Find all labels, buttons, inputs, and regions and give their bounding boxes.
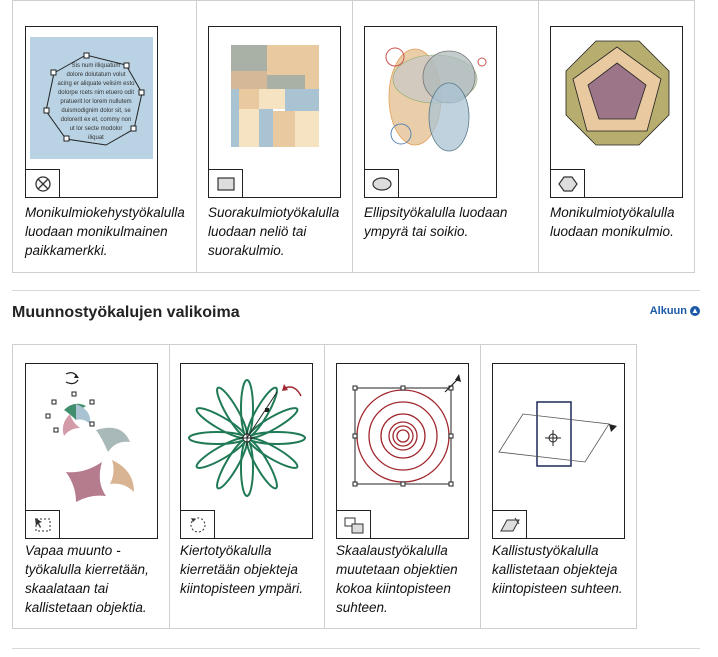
caption: Vapaa muunto -työkalulla kierretään, ska…: [25, 543, 149, 615]
gallery-cell-free-transform: Vapaa muunto -työkalulla kierretään, ska…: [13, 345, 170, 629]
divider: [12, 648, 700, 649]
sample-text-line: ut lor secte modolor: [70, 126, 123, 132]
free-transform-illustration: [45, 372, 134, 502]
caption: Kallistustyökalulla kallistetaan objekte…: [492, 543, 623, 596]
free-transform-thumbnail: [25, 363, 158, 539]
scale-illustration: [352, 374, 461, 487]
sample-text-line: iliquat: [88, 135, 104, 141]
shear-tool-icon: [493, 510, 527, 538]
sample-text-line: pratuerit lor lorem nullutem: [60, 99, 131, 105]
gallery-cell-polygon: Monikulmiotyökalulla luodaan monikulmio.: [539, 1, 695, 273]
polygon-thumbnail: [550, 26, 683, 198]
ellipse-thumbnail: [364, 26, 497, 198]
ellipse-illustration: [385, 47, 487, 152]
polygon-frame-thumbnail: Sis num illiquatum dolore dolutatum volu…: [25, 26, 158, 198]
rotate-tool-icon: [181, 510, 215, 538]
shear-thumbnail: [492, 363, 625, 539]
scale-thumbnail: [336, 363, 469, 539]
section-title: Muunnostyökalujen valikoima: [12, 304, 240, 321]
back-to-top-label: Alkuun: [649, 305, 687, 317]
caption: Monikulmiokehystyökalulla luodaan moniku…: [25, 205, 185, 258]
caption: Ellipsityökalulla luodaan ympyrä tai soi…: [364, 205, 508, 239]
drawing-tools-gallery: Sis num illiquatum dolore dolutatum volu…: [12, 0, 695, 273]
sample-text-line: duismodignim dolor sit, se: [61, 108, 131, 114]
polygon-frame-illustration: Sis num illiquatum dolore dolutatum volu…: [30, 37, 153, 159]
sample-text-line: Sis num illiquatum: [72, 63, 121, 69]
gallery-cell-shear: Kallistustyökalulla kallistetaan objekte…: [481, 345, 637, 629]
shear-illustration: [498, 401, 617, 467]
rectangle-thumbnail: [208, 26, 341, 198]
sample-text-line: dolore dolutatum volut: [66, 72, 125, 78]
back-to-top-link[interactable]: Alkuun▲: [650, 305, 700, 317]
polygon-frame-tool-icon: [26, 169, 60, 197]
gallery-cell-rectangle: Suorakulmiotyökalulla luodaan neliö tai …: [197, 1, 353, 273]
caption: Kiertotyökalulla kierretään objekteja ki…: [180, 543, 304, 596]
gallery-cell-scale: Skaalaustyökalulla muutetaan objektien k…: [325, 345, 481, 629]
sample-text-line: dolorpe rcets nim etuero odit: [58, 90, 134, 96]
free-transform-tool-icon: [26, 510, 60, 538]
sample-text-line: dolorerit ex et, commy non: [61, 117, 132, 123]
caption: Suorakulmiotyökalulla luodaan neliö tai …: [208, 205, 340, 258]
caption: Skaalaustyökalulla muutetaan objektien k…: [336, 543, 458, 615]
arrow-up-circle-icon: ▲: [690, 306, 700, 317]
transform-tools-gallery: Vapaa muunto -työkalulla kierretään, ska…: [12, 344, 637, 629]
rectangle-illustration: [231, 45, 319, 147]
polygon-illustration: [565, 40, 670, 146]
sample-text-line: acing er aliquate velisim esto: [57, 81, 135, 87]
rectangle-tool-icon: [209, 169, 243, 197]
gallery-cell-rotate: Kiertotyökalulla kierretään objekteja ki…: [170, 345, 325, 629]
rotate-thumbnail: [180, 363, 313, 539]
scale-tool-icon: [337, 510, 371, 538]
caption: Monikulmiotyökalulla luodaan monikulmio.: [550, 205, 675, 239]
gallery-cell-polygon-frame: Sis num illiquatum dolore dolutatum volu…: [13, 1, 197, 273]
ellipse-tool-icon: [365, 169, 399, 197]
divider: [12, 290, 700, 291]
polygon-tool-icon: [551, 169, 585, 197]
gallery-cell-ellipse: Ellipsityökalulla luodaan ympyrä tai soi…: [353, 1, 539, 273]
rotate-illustration: [188, 379, 306, 497]
